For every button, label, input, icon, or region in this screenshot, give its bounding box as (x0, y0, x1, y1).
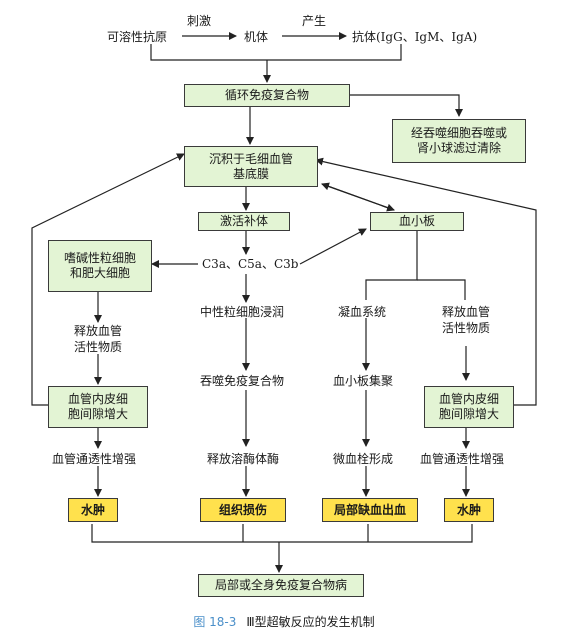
body-label: 机体 (244, 30, 269, 44)
circulating-complex-box: 循环免疫复合物 (184, 84, 350, 107)
platelet-box: 血小板 (370, 212, 464, 231)
gap-right-box: 血管内皮细 胞间隙增大 (424, 386, 514, 428)
clearance-box: 经吞噬细胞吞噬或 肾小球滤过清除 (392, 119, 526, 163)
figure-caption: 图 18-3 Ⅲ型超敏反应的发生机制 (0, 613, 568, 630)
edema-right-box: 水肿 (444, 498, 494, 522)
thrombus-label: 微血栓形成 (333, 452, 394, 466)
stimulate-label: 刺激 (187, 14, 212, 28)
antibody-label: 抗体(IgG、IgM、IgA) (352, 30, 478, 44)
release-left-label: 释放血管 活性物质 (73, 324, 122, 354)
release-right-label: 释放血管 活性物质 (441, 305, 490, 335)
phagocytosis-label: 吞噬免疫复合物 (200, 374, 285, 388)
c3a-label: C3a、C5a、C3b (202, 257, 299, 271)
basophil-box: 嗜碱性粒细胞 和肥大细胞 (48, 240, 152, 292)
gap-left-box: 血管内皮细 胞间隙增大 (48, 386, 148, 428)
figure-number: 图 18-3 (193, 615, 237, 629)
complement-box: 激活补体 (198, 212, 290, 231)
antigen-label: 可溶性抗原 (107, 30, 168, 44)
coagulation-label: 凝血系统 (338, 305, 387, 319)
neutrophil-label: 中性粒细胞浸润 (200, 305, 285, 319)
produce-label: 产生 (302, 14, 327, 28)
tissue-damage-box: 组织损伤 (200, 498, 286, 522)
lysosome-label: 释放溶酶体酶 (207, 452, 280, 466)
disease-box: 局部或全身免疫复合物病 (198, 574, 364, 597)
deposition-box: 沉积于毛细血管 基底膜 (184, 146, 318, 187)
edema-left-box: 水肿 (68, 498, 118, 522)
permeability-left-label: 血管通透性增强 (52, 452, 137, 466)
figure-title: Ⅲ型超敏反应的发生机制 (246, 615, 375, 629)
permeability-right-label: 血管通透性增强 (420, 452, 505, 466)
ischemia-box: 局部缺血出血 (322, 498, 418, 522)
aggregation-label: 血小板集聚 (333, 374, 394, 388)
